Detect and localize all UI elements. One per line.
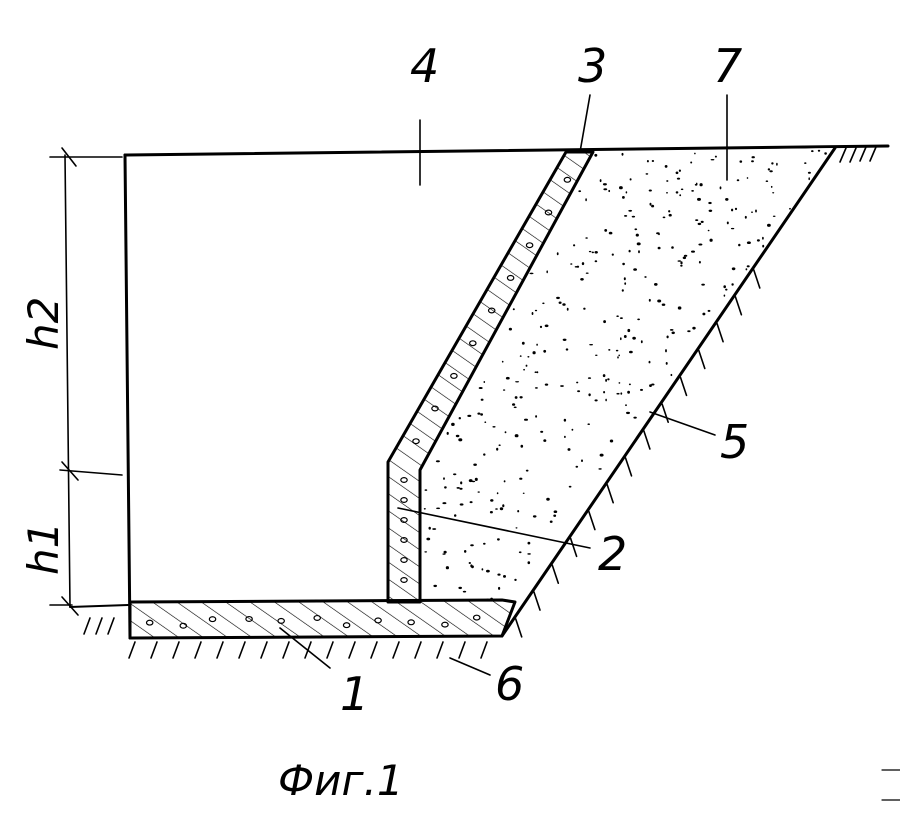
leader-3: [579, 94, 591, 153]
concrete-aggregate-marks: [145, 176, 572, 629]
surface-hatch-marks: [839, 146, 877, 163]
leader-1: [279, 627, 331, 669]
soil-fill-zone: [420, 148, 835, 602]
soil-dots: [423, 149, 827, 601]
label-1: 1: [340, 667, 369, 721]
slope-hatch-marks: [514, 269, 761, 638]
leader-6: [449, 657, 491, 676]
canal-left-wall: [123, 153, 132, 640]
embankment-slope-line: [500, 146, 837, 638]
label-h2: h2: [19, 297, 68, 350]
label-3: 3: [578, 39, 607, 93]
label-6: 6: [495, 657, 524, 711]
figure-caption: Фиг.1: [278, 756, 404, 805]
ground-surface-line: [123, 144, 890, 157]
leader-lines: [279, 94, 728, 676]
dimension-lines: [49, 147, 123, 616]
bottom-ground-hatch: [128, 641, 488, 659]
label-7: 7: [713, 39, 742, 93]
bottom-slab: [128, 598, 517, 640]
left-bottom-ground-line: [69, 604, 129, 608]
label-5: 5: [720, 415, 749, 469]
edge-marks: [881, 769, 900, 801]
leader-2: [397, 507, 591, 549]
label-4: 4: [410, 39, 439, 93]
label-2: 2: [598, 527, 627, 581]
left-bottom-hatch: [83, 617, 115, 635]
label-h1: h1: [19, 522, 68, 575]
leader-5: [649, 411, 716, 436]
